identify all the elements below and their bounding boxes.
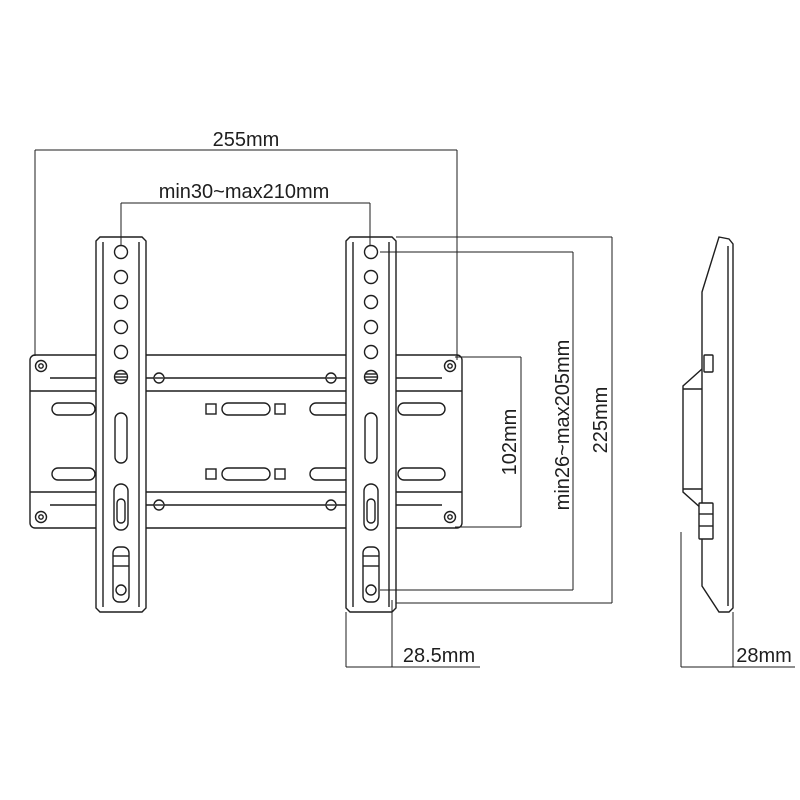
arm-hole [363,294,379,310]
arm-hole [363,269,379,285]
wall-plate [29,354,463,529]
dimension-lines [34,149,795,668]
dim-arm-width-label: 28.5mm [403,645,475,667]
arm-hook-slot-inner [116,498,126,524]
wall-plate-outline [29,354,463,529]
plate-slot [309,402,351,416]
arm-hole [113,344,129,360]
arm-hole [363,244,379,260]
arm-hook-slot-inner [366,498,376,524]
dim-arm-height-label: 225mm [590,387,612,454]
arm-hole [113,294,129,310]
plate-slot [221,467,271,481]
plate-slot [51,467,96,481]
dim-vesa-vertical-label: min26~max205mm [552,340,574,511]
dim-overall-width-label: 255mm [213,129,280,151]
bracket-clip-top [703,354,714,373]
arm-long-slot [364,412,378,464]
plate-slot [397,467,446,481]
side-profile [682,236,734,613]
dim-profile-depth-label: 28mm [736,645,792,667]
arm-lock-hole [365,584,377,596]
corner-hole-inner [447,363,453,369]
arm-hole [113,319,129,335]
plate-square-hole [205,403,217,415]
dimension-labels: 255mm min30~max210mm 102mm min26~max205m… [159,129,792,667]
left-arm [95,236,147,613]
plate-square-hole [274,403,286,415]
arm-lock-hole [115,584,127,596]
corner-hole-inner [38,514,44,520]
right-arm [345,236,397,613]
plate-slot [221,402,271,416]
corner-hole-inner [447,514,453,520]
dim-vesa-horizontal-label: min30~max210mm [159,181,330,203]
plate-slot [51,402,96,416]
dim-plate-height-label: 102mm [499,409,521,476]
arm-long-slot [114,412,128,464]
plate-square-hole [205,468,217,480]
arm-hole [363,319,379,335]
corner-hole-inner [38,363,44,369]
bracket-lock-bottom [698,502,714,540]
arm-hole [113,269,129,285]
plate-slot [397,402,446,416]
arm-hole [363,344,379,360]
plate-square-hole [274,468,286,480]
arm-hole [113,244,129,260]
plate-slot [309,467,351,481]
